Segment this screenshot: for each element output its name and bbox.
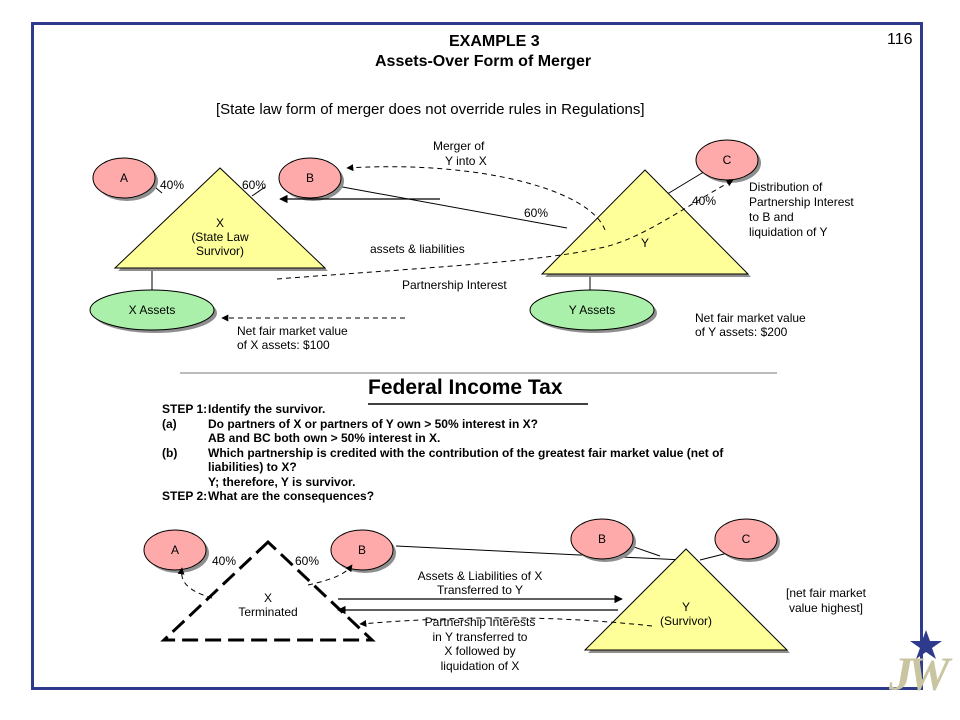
slide-frame [31, 22, 923, 690]
partner-a-label: A [119, 171, 128, 185]
merger-arrow [346, 164, 606, 231]
assets-liabilities-label: assets & liabilities [370, 242, 465, 256]
partner-c-oval-bottom [714, 518, 778, 560]
step-row: (b)Which partnership is credited with th… [162, 445, 724, 460]
pct-a-x-bottom: 40% [212, 554, 237, 568]
steps-list: STEP 1:Identify the survivor. (a)Do part… [162, 402, 723, 504]
pi-return-arrow [359, 617, 653, 627]
step-row: STEP 2:What are the consequences? [162, 489, 375, 503]
partnership-interest-arrow [276, 179, 734, 280]
partner-c-label-bottom: C [741, 532, 751, 546]
line-b-x [251, 186, 266, 197]
partner-b-label: B [305, 171, 314, 185]
x-assets-label: X Assets [128, 303, 176, 317]
triangle-x-terminated [160, 539, 376, 642]
subtitle: [State law form of merger does not overr… [216, 101, 645, 118]
y-label: Y [640, 236, 649, 250]
y-survivor-label: Y(Survivor) [659, 600, 712, 628]
partner-b-label-bottom: B [357, 543, 366, 557]
triangle-y [540, 169, 750, 275]
merger-label-2: Y into X [445, 154, 487, 168]
partner-b-oval-bottom [330, 529, 394, 571]
line-c-y [663, 169, 708, 197]
y-assets-oval [529, 289, 655, 331]
pct-b-x-bottom: 60% [295, 554, 320, 568]
partnership-interest-label: Partnership Interest [402, 278, 507, 292]
step-row: STEP 1:Identify the survivor. [162, 402, 326, 416]
x-to-a-arrow [177, 567, 213, 599]
title-line-1: EXAMPLE 3 [449, 33, 540, 50]
line-b-y-bottom [395, 545, 684, 561]
step-row: liabilities) to X? [208, 460, 297, 474]
triangle-x [113, 167, 327, 269]
partner-c-label: C [722, 153, 732, 167]
page-number: 116 [887, 31, 913, 48]
x-to-b-arrow [307, 564, 353, 586]
partner-b2-label-bottom: B [597, 532, 606, 546]
section-heading: Federal Income Tax [368, 376, 563, 399]
star-icon [910, 630, 942, 659]
step-row: (a)Do partners of X or partners of Y own… [162, 416, 538, 431]
partner-a-label-bottom: A [170, 543, 179, 557]
partner-b-oval [278, 157, 342, 199]
y-assets-label: Y Assets [568, 303, 616, 317]
partner-b2-oval-bottom [570, 518, 634, 560]
title-line-2: Assets-Over Form of Merger [375, 53, 592, 70]
pct-b-y: 60% [524, 206, 549, 220]
jw-logo: JW [889, 648, 950, 701]
triangle-y-survivor [583, 548, 789, 651]
pct-a-x: 40% [160, 178, 185, 192]
step-row: AB and BC both own > 50% interest in X. [208, 431, 441, 445]
partner-a-oval [92, 157, 156, 199]
step-row: Y; therefore, Y is survivor. [208, 474, 356, 489]
pct-c-y: 40% [692, 194, 717, 208]
pct-b-x: 60% [242, 178, 267, 192]
x-assets-oval [89, 289, 215, 331]
line-b-y [336, 185, 568, 229]
partner-a-oval-bottom [143, 529, 207, 571]
merger-label-1: Merger of [433, 139, 485, 153]
